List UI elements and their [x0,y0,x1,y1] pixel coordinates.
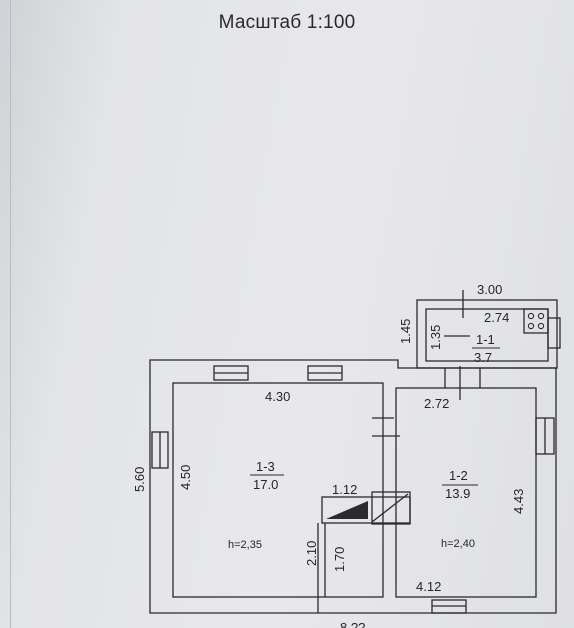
dim-house-outer-width: 8.?? [340,620,365,628]
house-outer-wall [149,359,557,614]
stove-fill-wedge [326,501,368,519]
room-1-2-height: h=2,40 [441,538,475,550]
room-1-3-id: 1-3 [256,459,275,474]
room-1-3-inner-wall [172,382,384,598]
annex-cooktop-icon [523,308,549,334]
dim-annex-outer-height: 1.45 [398,319,413,344]
dim-room12-height: 4.43 [511,489,526,514]
dim-annex-outer-width: 3.00 [477,282,502,297]
dim-house-outer-height: 5.60 [132,467,147,492]
dim-partition-2-10: 2.10 [304,541,319,566]
dim-room12-width-bottom: 4.12 [416,579,441,594]
dim-room13-width: 4.30 [265,389,290,404]
room-1-3-height: h=2,35 [228,539,262,551]
scale-title: Масштаб 1:100 [218,12,356,33]
dim-room13-height: 4.50 [178,465,193,490]
room-1-2-area: 13.9 [445,486,470,501]
room-1-1-id: 1-1 [476,332,495,347]
dim-annex-inner-width: 2.74 [484,310,509,325]
dim-annex-inner-height: 1.35 [428,325,443,350]
room-1-3-area: 17.0 [253,477,278,492]
dim-room12-width-top: 2.72 [424,396,449,411]
dim-stove-width: 1.12 [332,482,357,497]
stove-diagonal [371,493,409,523]
dim-partition-1-70: 1.70 [332,547,347,572]
margin-line [10,0,11,628]
room-1-1-area: 3.7 [474,350,492,365]
room-1-2-id: 1-2 [449,468,468,483]
window-annex [547,317,561,349]
stove-oven-box [371,491,411,525]
